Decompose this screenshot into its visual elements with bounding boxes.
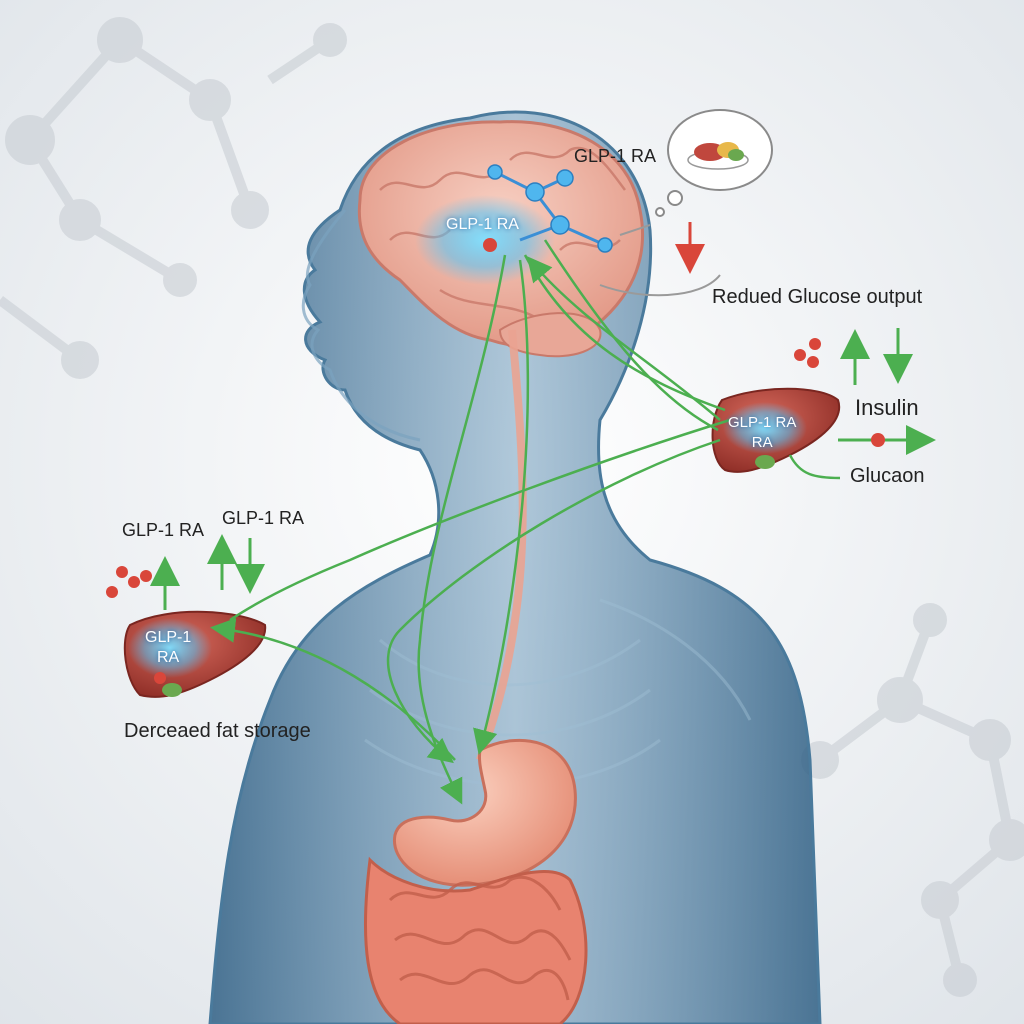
red-glucose-dots-left: [106, 566, 152, 598]
glucagon-connector-line: [788, 454, 841, 480]
insulin-label: Insulin: [855, 395, 919, 420]
intestines: [363, 856, 588, 1024]
brain-top-label: GLP-1 RA: [574, 146, 657, 166]
glucagon-label: Glucaon: [850, 465, 925, 487]
reduced-glucose-label: Redued Glucose output: [712, 286, 923, 308]
face-profile-outline: [301, 209, 421, 442]
liver-right-label-line1: GLP-1 RA: [728, 414, 797, 431]
grey-tick-line: [619, 224, 651, 236]
grey-connector-line: [599, 274, 721, 297]
glp1-molecule-icon: [483, 164, 613, 253]
insulin-arrows: [840, 328, 913, 385]
green-signal-paths: [210, 239, 731, 805]
brain-center-label: GLP-1 RA: [446, 216, 519, 233]
red-glucose-dots-right: [794, 338, 821, 368]
left-liver-arrows: [150, 534, 265, 610]
spinal-nerve: [476, 329, 527, 762]
food-plate-icon: [687, 142, 749, 170]
glucagon-arrow: [838, 425, 936, 455]
stomach: [392, 738, 577, 887]
liver-right-label: GLP-1 RA RA: [728, 413, 796, 453]
molecule-background-decoration: [0, 17, 1024, 997]
left-top-label-1: GLP-1 RA: [122, 520, 205, 540]
liver-left-label: GLP-1 RA: [145, 628, 191, 668]
liver-left-label-line2: RA: [157, 649, 180, 666]
brain-red-dot: [483, 238, 497, 252]
fat-storage-label: Dercеaed fat storage: [124, 720, 311, 742]
liver-right: [711, 387, 841, 473]
left-top-label-2: GLP-1 RA: [222, 508, 305, 528]
liver-right-label-line2: RA: [751, 434, 773, 451]
liver-left-label-line1: GLP-1: [145, 629, 192, 646]
